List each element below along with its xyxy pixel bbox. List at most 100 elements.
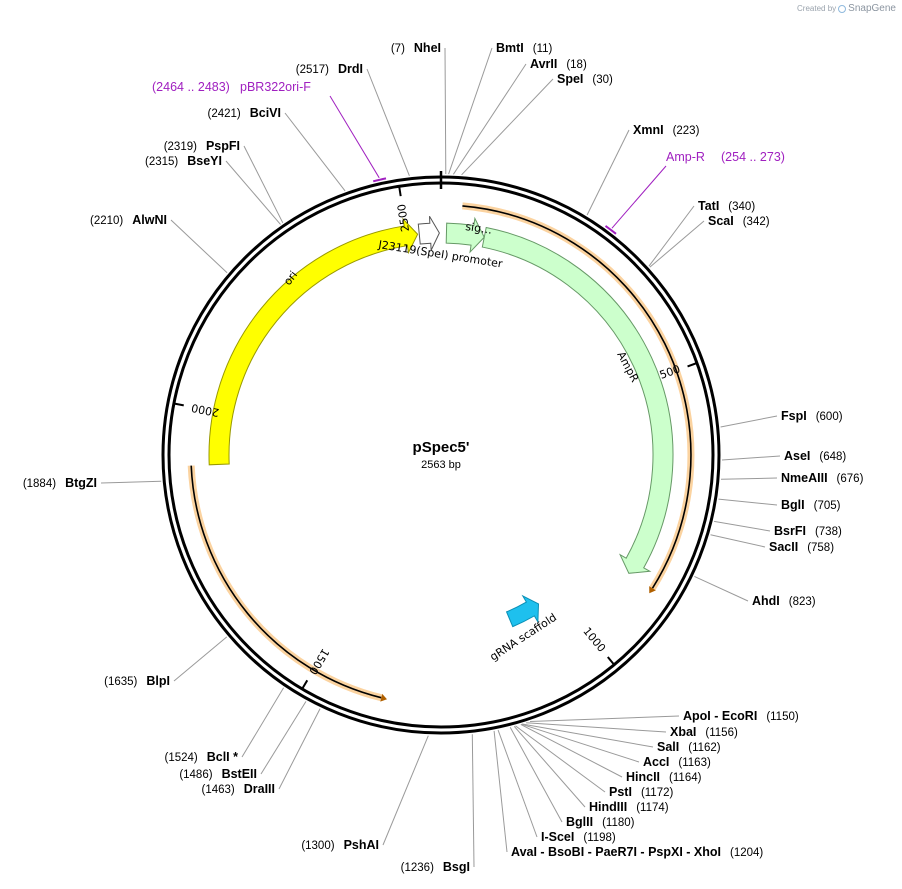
enzyme-name[interactable]: AvrII [530, 57, 557, 71]
enzyme-position: (1156) [705, 727, 738, 739]
enzyme-site[interactable]: NmeAIII(676) [781, 471, 864, 485]
enzyme-name[interactable]: BglI [781, 498, 805, 512]
enzyme-name[interactable]: DraIII [244, 782, 275, 796]
feature-ori[interactable] [208, 217, 419, 466]
enzyme-name[interactable]: HindIII [589, 800, 627, 814]
enzyme-name[interactable]: ScaI [708, 214, 734, 228]
enzyme-name[interactable]: BclI * [207, 750, 238, 764]
enzyme-site[interactable]: BglI(705) [781, 498, 841, 512]
enzyme-site[interactable]: BglII (1180) [566, 815, 635, 829]
enzyme-site[interactable]: PspFI(2319) [164, 139, 240, 153]
enzyme-site[interactable]: DrdI (2517) [296, 62, 363, 76]
enzyme-site[interactable]: AhdI(823) [752, 594, 816, 608]
enzyme-site[interactable]: SacII(758) [769, 540, 834, 554]
enzyme-site[interactable]: XbaI (1156) [670, 725, 738, 739]
primer-site-1[interactable] [604, 225, 617, 235]
enzyme-site[interactable]: PstI(1172) [609, 785, 673, 799]
enzyme-site[interactable]: BsgI(1236) [401, 860, 470, 874]
enzyme-site[interactable]: BstEII(1486) [179, 767, 257, 781]
enzyme-name[interactable]: PstI [609, 785, 632, 799]
enzyme-name[interactable]: BtgZI [65, 476, 97, 490]
enzyme-site[interactable]: AlwNI(2210) [90, 213, 167, 227]
created-by-text: Created by [797, 4, 837, 13]
enzyme-site[interactable]: FspI(600) [781, 409, 843, 423]
enzyme-site[interactable]: HincII(1164) [626, 770, 702, 784]
orange-arc-1-halo [187, 465, 383, 702]
enzyme-name[interactable]: BciVI [250, 106, 281, 120]
feature-signal[interactable] [445, 216, 485, 254]
enzyme-position: (1180) [602, 817, 635, 829]
enzyme-leader-13 [694, 575, 749, 602]
enzyme-site[interactable]: BciVI(2421) [207, 106, 281, 120]
enzyme-site[interactable]: AccI(1163) [643, 755, 711, 769]
enzyme-name[interactable]: AccI [643, 755, 669, 769]
enzyme-site[interactable]: BlpI(1635) [104, 674, 170, 688]
enzyme-site[interactable]: HindIII(1174) [589, 800, 669, 814]
enzyme-name[interactable]: PspFI [206, 139, 240, 153]
enzyme-name[interactable]: BlpI [146, 674, 170, 688]
enzyme-site[interactable]: PshAI(1300) [301, 838, 379, 852]
enzyme-site[interactable]: I-SceI(1198) [541, 830, 616, 844]
feature-promoter[interactable] [417, 216, 440, 251]
ruler-label-1500: 1500 [306, 646, 331, 677]
enzyme-name[interactable]: AhdI [752, 594, 780, 608]
primer-name-1[interactable]: Amp-R [666, 150, 705, 164]
enzyme-site[interactable]: BseYI(2315) [145, 154, 222, 168]
enzyme-position: (342) [743, 216, 770, 228]
enzyme-site[interactable]: BmtI(11) [496, 41, 553, 55]
feature-ampr[interactable] [481, 226, 674, 574]
enzyme-site[interactable]: ScaI (342) [708, 214, 770, 228]
enzyme-name[interactable]: AlwNI [132, 213, 167, 227]
enzyme-leader-19 [515, 725, 606, 793]
enzyme-name[interactable]: PshAI [344, 838, 379, 852]
feature-grna[interactable] [505, 594, 540, 628]
ruler-label-2000: 2000 [190, 401, 220, 419]
enzyme-name[interactable]: ApoI - EcoRI [683, 709, 757, 723]
enzyme-leader-7 [720, 415, 778, 428]
enzyme-name[interactable]: DrdI [338, 62, 363, 76]
enzyme-site[interactable]: AvrII (18) [530, 57, 587, 71]
primer-site-0[interactable] [372, 177, 387, 183]
enzyme-position: (2517) [296, 64, 329, 76]
enzyme-name[interactable]: BsgI [443, 860, 470, 874]
enzyme-site[interactable]: BsrFI(738) [774, 524, 842, 538]
enzyme-site[interactable]: SalI(1162) [657, 740, 721, 754]
enzyme-site[interactable]: NheI(7) [391, 41, 441, 55]
enzyme-name[interactable]: NheI [414, 41, 441, 55]
enzyme-name[interactable]: XbaI [670, 725, 696, 739]
features-layer [208, 216, 674, 628]
enzyme-site[interactable]: AseI(648) [784, 449, 846, 463]
enzyme-name[interactable]: NmeAIII [781, 471, 828, 485]
enzyme-site[interactable]: XmnI(223) [633, 123, 700, 137]
enzyme-name[interactable]: I-SceI [541, 830, 574, 844]
enzyme-site[interactable]: TatI(340) [698, 199, 755, 213]
enzyme-leader-32 [225, 160, 281, 225]
enzyme-name[interactable]: AvaI - BsoBI - PaeR7I - PspXI - XhoI [511, 845, 721, 859]
enzyme-site[interactable]: AvaI - BsoBI - PaeR7I - PspXI - XhoI (120… [511, 845, 763, 859]
enzyme-position: (1204) [730, 847, 763, 859]
enzyme-name[interactable]: BsrFI [774, 524, 806, 538]
enzyme-name[interactable]: XmnI [633, 123, 664, 137]
enzyme-leader-29 [173, 636, 228, 682]
enzyme-name[interactable]: BstEII [222, 767, 257, 781]
enzyme-site[interactable]: BclI *(1524) [164, 750, 238, 764]
ruler-tick-1500 [301, 679, 309, 690]
enzyme-name[interactable]: FspI [781, 409, 807, 423]
enzyme-name[interactable]: SpeI [557, 72, 583, 86]
enzyme-site[interactable]: SpeI(30) [557, 72, 613, 86]
enzyme-name[interactable]: AseI [784, 449, 810, 463]
enzyme-site[interactable]: ApoI - EcoRI(1150) [683, 709, 799, 723]
primer-name-0[interactable]: pBR322ori-F [240, 80, 311, 94]
enzyme-name[interactable]: SalI [657, 740, 679, 754]
enzyme-position: (18) [566, 59, 587, 71]
enzyme-site[interactable]: DraIII(1463) [201, 782, 275, 796]
enzyme-name[interactable]: HincII [626, 770, 660, 784]
enzyme-name[interactable]: SacII [769, 540, 798, 554]
enzyme-name[interactable]: TatI [698, 199, 719, 213]
enzyme-site[interactable]: BtgZI(1884) [23, 476, 97, 490]
enzyme-name[interactable]: BseYI [187, 154, 222, 168]
orange-arc-0-arrowhead [649, 586, 656, 594]
enzyme-name[interactable]: BglII [566, 815, 593, 829]
enzyme-name[interactable]: BmtI [496, 41, 524, 55]
